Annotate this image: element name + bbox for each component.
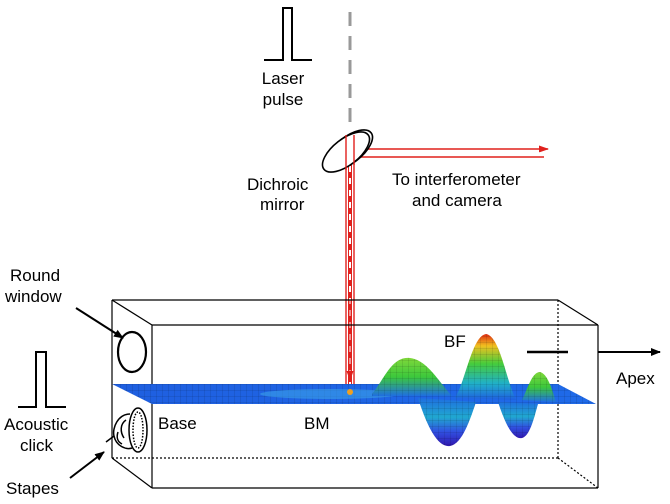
round-window-arrow	[75, 307, 124, 339]
click-label: click	[20, 436, 54, 455]
window-label: window	[4, 287, 62, 306]
laser-label: Laser	[262, 69, 305, 88]
acoustic-label: Acoustic	[4, 415, 69, 434]
stapes-arrow	[69, 451, 105, 479]
base-label: Base	[158, 414, 197, 433]
round-window	[116, 330, 148, 374]
apex-label: Apex	[616, 369, 655, 388]
mirror-label: mirror	[260, 195, 305, 214]
bf-label: BF	[444, 332, 466, 351]
stapes-icon	[105, 407, 148, 453]
dichroic-label: Dichroic	[247, 175, 309, 194]
laser-pulse-icon	[264, 7, 312, 61]
cochlea-box	[111, 299, 599, 489]
laser-beam	[342, 150, 355, 390]
camera-label: and camera	[412, 191, 502, 210]
round-label: Round	[10, 266, 60, 285]
basilar-membrane	[112, 334, 596, 447]
pulse-label: pulse	[263, 90, 304, 109]
interferometer-beam	[356, 145, 549, 158]
bm-label: BM	[304, 414, 330, 433]
acoustic-click-icon	[18, 351, 66, 408]
dichroic-mirror	[321, 129, 374, 173]
interferometer-label: To interferometer	[392, 170, 521, 189]
stapes-label: Stapes	[6, 479, 59, 498]
